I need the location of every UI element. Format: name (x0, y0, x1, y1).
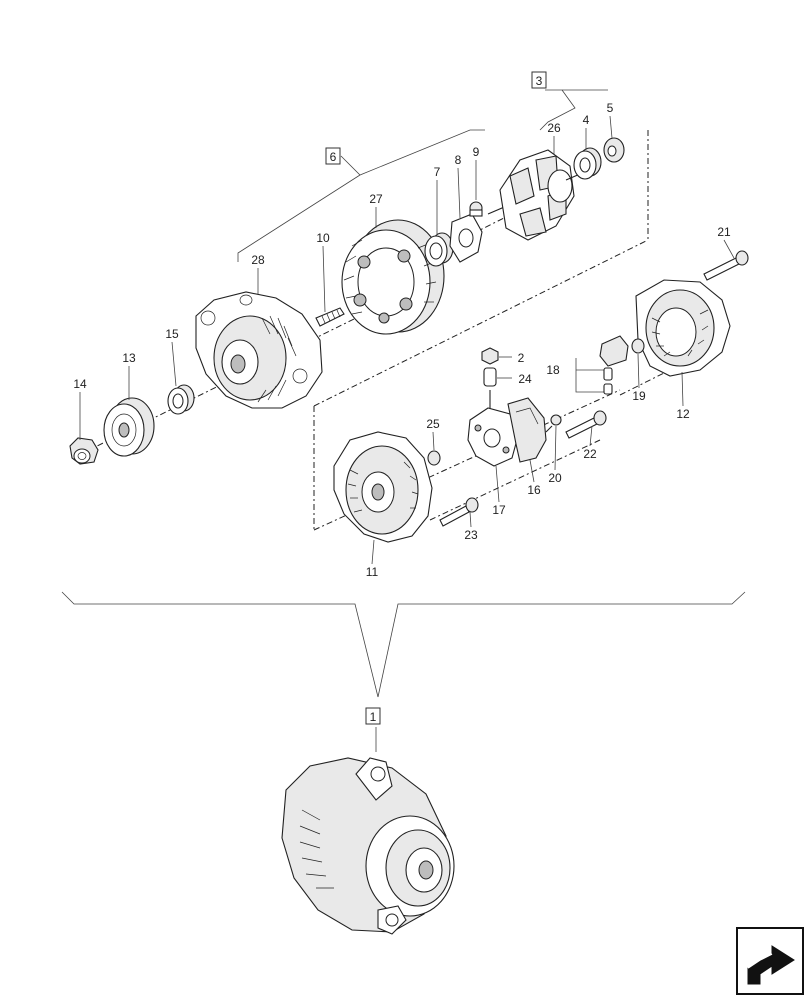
callout-22: 22 (583, 447, 597, 461)
callout-5: 5 (607, 101, 614, 115)
bushing-part-19 (631, 338, 645, 354)
callout-10: 10 (316, 231, 330, 245)
callout-26: 26 (547, 121, 561, 135)
washer-part-5 (603, 137, 625, 163)
callout-7: 7 (434, 165, 441, 179)
callout-27: 27 (369, 192, 383, 206)
callout-8: 8 (455, 153, 462, 167)
bearing-part-7 (424, 232, 454, 267)
callout-3: 3 (536, 74, 543, 88)
callout-labels: 3 6 1 5 4 26 9 8 7 27 10 28 15 13 14 21 … (73, 71, 735, 725)
callout-25: 25 (426, 417, 440, 431)
next-page-arrow-icon[interactable] (736, 927, 804, 995)
bearing-part-4 (573, 147, 602, 180)
regulator-part-16 (507, 397, 547, 463)
rear-cover-part-12 (635, 279, 731, 377)
assembly-group-lines (61, 89, 746, 752)
callout-23: 23 (464, 528, 478, 542)
screw-part-2 (481, 347, 499, 365)
callout-4: 4 (583, 113, 590, 127)
alternator-assembly-part-1 (281, 757, 455, 935)
callout-18: 18 (546, 363, 560, 377)
screw-part-20 (545, 414, 562, 433)
spacer-part-15 (167, 384, 195, 415)
bolt-part-22 (565, 410, 607, 439)
callout-16: 16 (527, 483, 541, 497)
callout-9: 9 (473, 145, 480, 159)
callout-6: 6 (330, 150, 337, 164)
callout-15: 15 (165, 327, 179, 341)
pulley-part-13 (103, 397, 155, 457)
callout-20: 20 (548, 471, 562, 485)
plate-part-8 (449, 213, 483, 263)
callout-2: 2 (518, 351, 525, 365)
callout-28: 28 (251, 253, 265, 267)
callout-24: 24 (518, 372, 532, 386)
bolt-part-23 (439, 497, 479, 527)
nut-part-14 (69, 437, 99, 465)
spacer-part-24 (483, 367, 497, 387)
callout-box-1 (365, 707, 381, 725)
stator-part-27 (341, 219, 445, 335)
callout-17: 17 (492, 503, 506, 517)
callout-11: 11 (366, 565, 379, 579)
screw-part-9 (469, 201, 483, 217)
rear-frame-part-11 (333, 431, 433, 543)
stud-part-10 (315, 307, 345, 327)
brush-holder-part-18 (599, 335, 629, 395)
rectifier-part-17 (467, 390, 519, 467)
rotor-part-26 (487, 149, 581, 241)
callout-19: 19 (632, 389, 646, 403)
callout-14: 14 (73, 377, 87, 391)
callout-box-3 (531, 71, 547, 89)
callout-13: 13 (122, 351, 136, 365)
callout-12: 12 (676, 407, 690, 421)
screw-part-25 (427, 450, 441, 466)
callout-box-6 (325, 147, 341, 165)
bolt-part-21 (703, 250, 749, 281)
callout-1: 1 (370, 710, 377, 724)
drive-end-frame-part-28 (195, 291, 323, 409)
callout-21: 21 (717, 225, 731, 239)
